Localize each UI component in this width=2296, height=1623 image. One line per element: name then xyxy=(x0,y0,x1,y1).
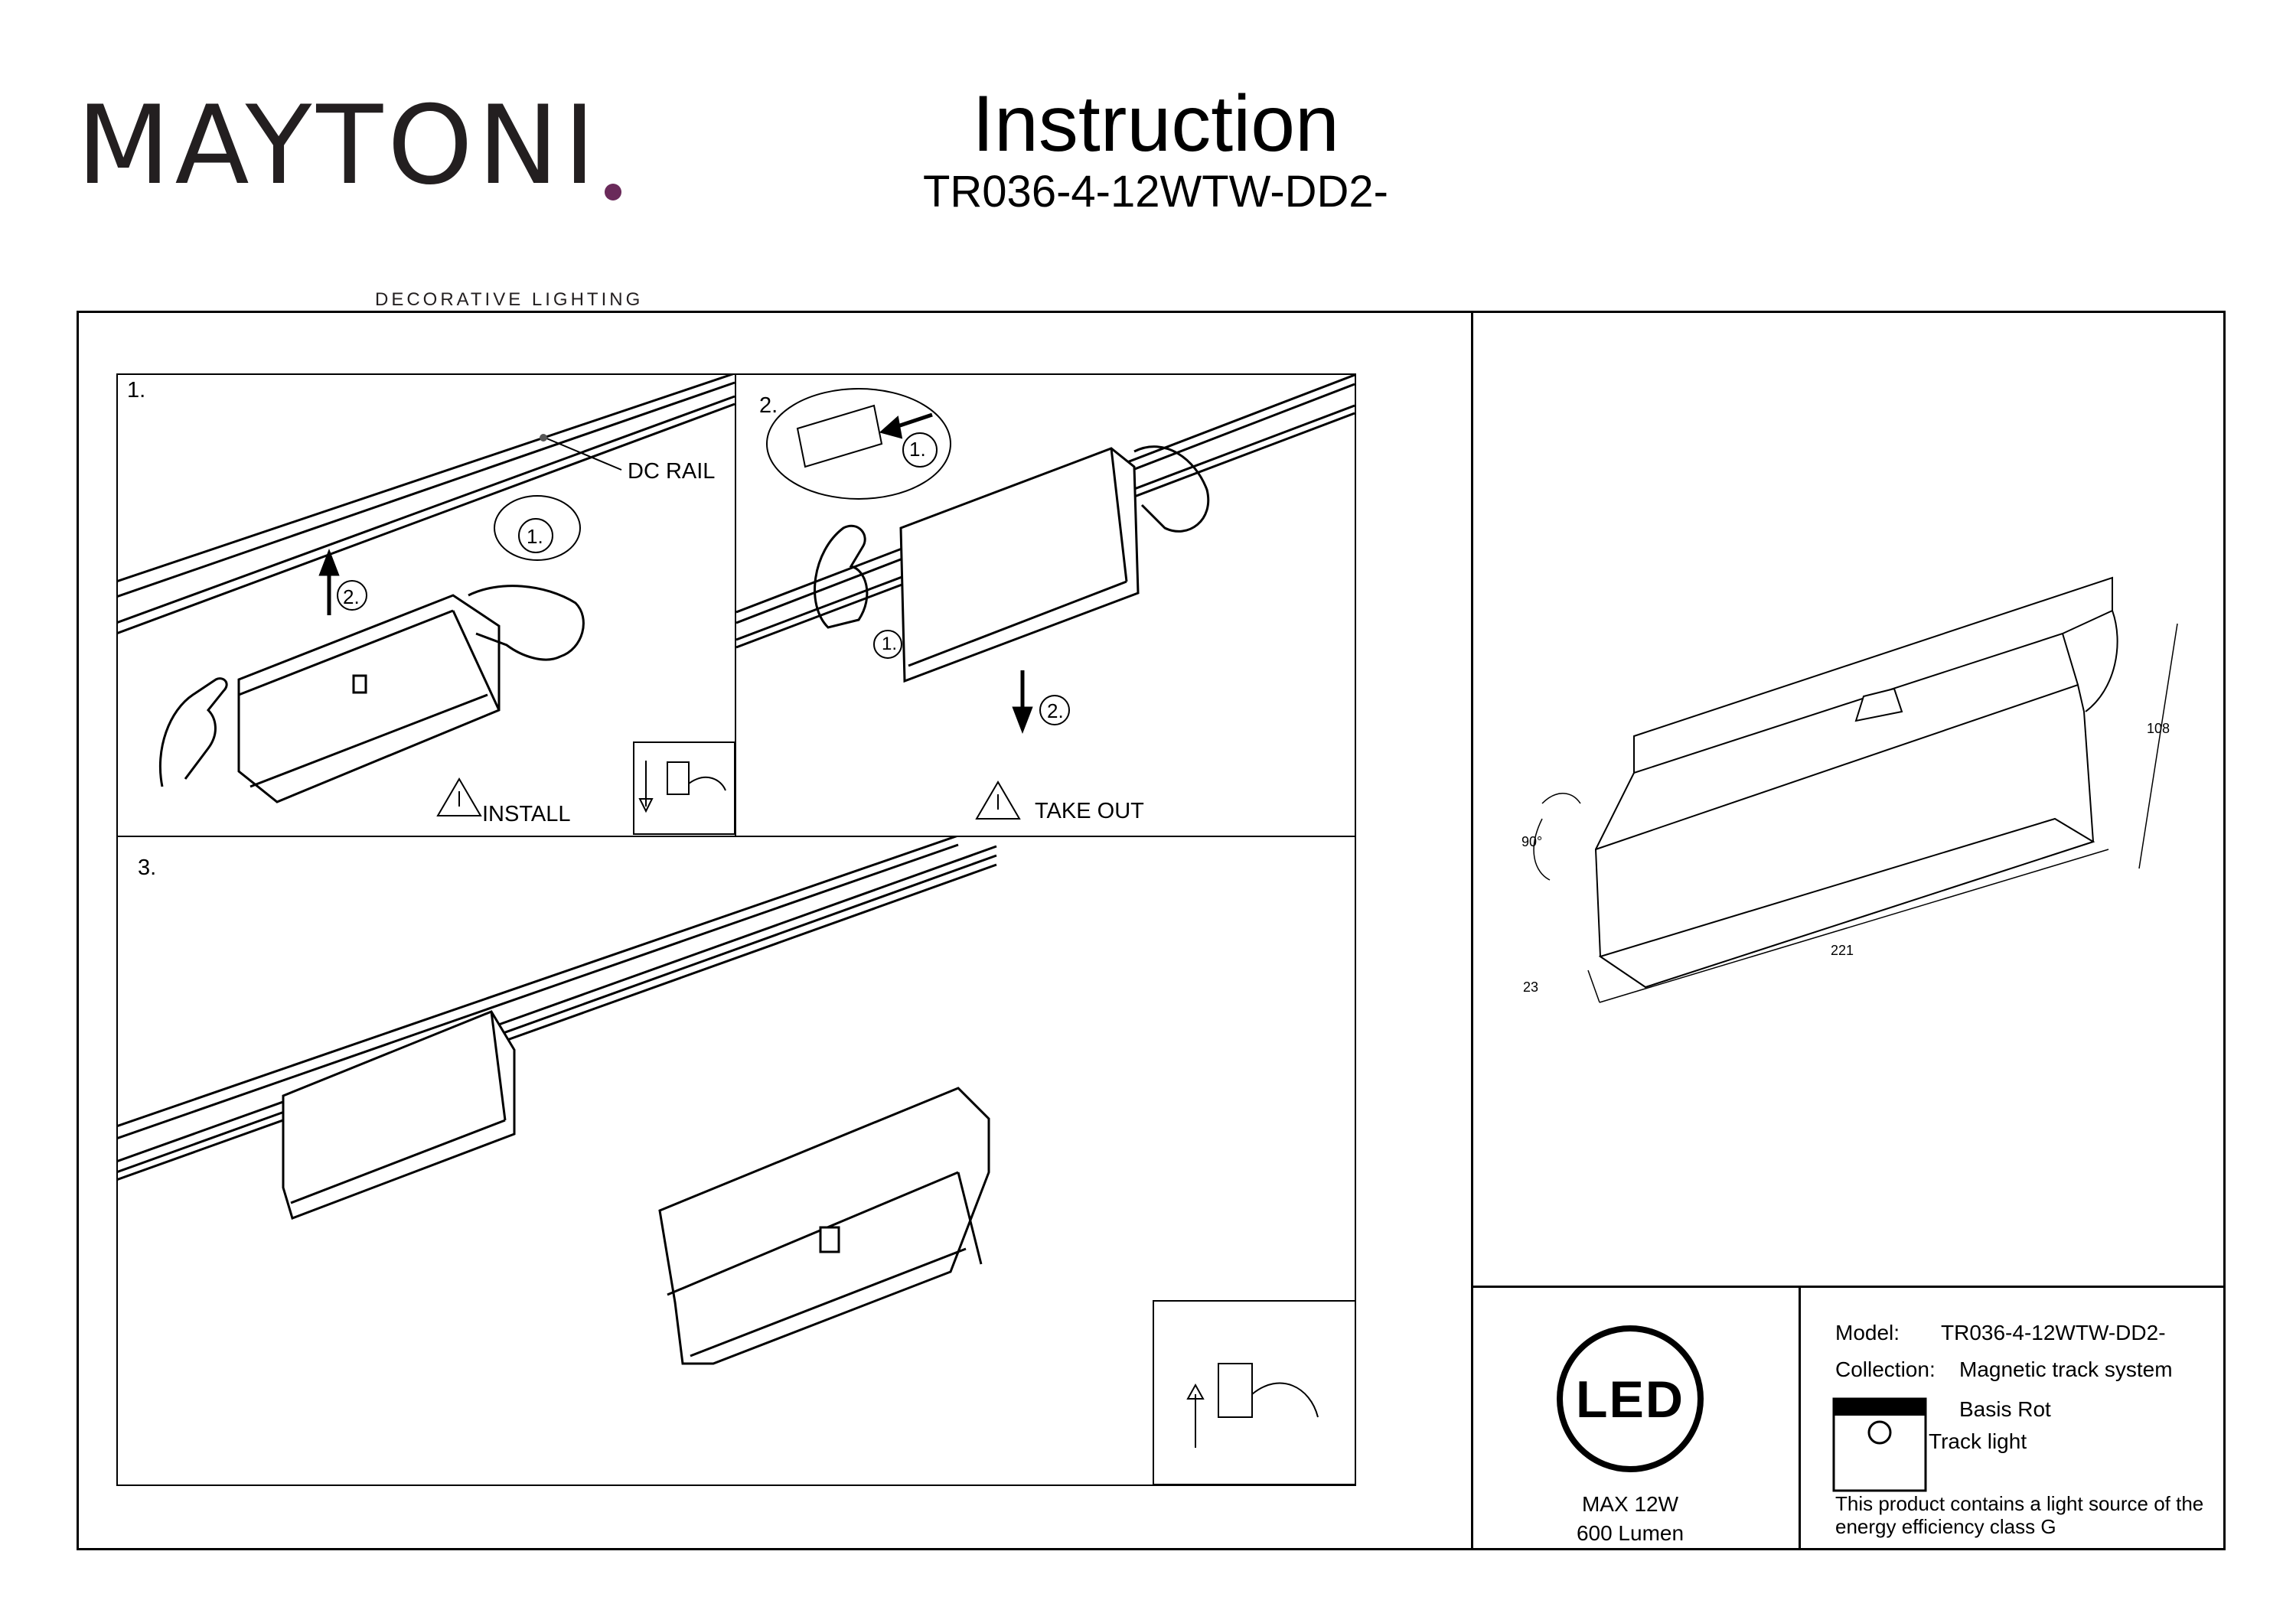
led-badge-icon xyxy=(1557,1325,1704,1472)
brand-name: MAYTONI xyxy=(77,83,600,209)
warning-icon xyxy=(975,781,1021,820)
product-type: Track light xyxy=(1929,1429,2027,1453)
install-caption: INSTALL xyxy=(482,802,571,826)
spec-divider-vertical xyxy=(1799,1286,1801,1550)
step-1-callout-1: 1. xyxy=(527,525,543,548)
energy-line-2: energy efficiency class G xyxy=(1835,1515,2056,1538)
callout-circle-1 xyxy=(902,432,938,468)
hand-left-icon xyxy=(158,677,228,787)
arrow-left-icon xyxy=(879,412,933,439)
logo-dot xyxy=(605,184,621,200)
step-2-callout-1b: 1. xyxy=(882,634,898,654)
callout-circle-2 xyxy=(337,580,367,611)
power-switch-icon xyxy=(638,761,726,813)
dimension-lines xyxy=(1533,623,2178,1003)
frame-divider-vertical xyxy=(1471,311,1473,1550)
arrow-up-icon xyxy=(318,549,340,615)
track-light-type-icon xyxy=(1832,1397,1927,1492)
step-2-callout-2: 2. xyxy=(1047,699,1064,722)
hand-right-icon xyxy=(1133,445,1210,533)
brand-tagline: DECORATIVE LIGHTING xyxy=(375,289,644,310)
callout-circle-1 xyxy=(518,518,553,553)
energy-line-1: This product contains a light source of … xyxy=(1835,1492,2204,1515)
collection-value: Magnetic track system xyxy=(1959,1357,2173,1381)
step-2-right xyxy=(1355,373,1356,837)
track-light-module xyxy=(237,594,501,803)
dc-rail xyxy=(116,373,735,635)
power-switch-icon xyxy=(1186,1363,1319,1448)
series-name: Basis Rot xyxy=(1959,1397,2051,1421)
callout-circle-2 xyxy=(1039,695,1070,725)
track-light-installed xyxy=(282,1010,516,1220)
dc-rail xyxy=(116,836,997,1181)
dimension-height: 108 xyxy=(2147,721,2170,736)
model-label: Model: xyxy=(1835,1321,1900,1344)
led-badge-text: LED xyxy=(1576,1370,1684,1429)
model-value: TR036-4-12WTW-DD2- xyxy=(1941,1321,2166,1344)
hand-right-icon xyxy=(468,585,585,661)
dimension-rotation: 90° xyxy=(1521,834,1543,849)
collection-label: Collection: xyxy=(1835,1357,1936,1381)
dc-rail-label: DC RAIL xyxy=(628,459,716,484)
step-2-number: 2. xyxy=(759,393,778,418)
brand-logo: MAYTONI DECORATIVE LIGHTING xyxy=(77,92,640,311)
callout-circle-1b xyxy=(873,630,902,659)
track-light-dimension-view xyxy=(1594,576,2118,989)
lumen-output: 600 Lumen xyxy=(1576,1521,1684,1545)
step-1-illustration xyxy=(116,373,735,835)
step-2-callout-1: 1. xyxy=(909,438,926,461)
switch-off-inset xyxy=(633,741,735,835)
page-title: Instruction xyxy=(972,80,1339,168)
take-out-caption: TAKE OUT xyxy=(1035,799,1144,823)
track-light-module xyxy=(899,447,1140,683)
hand-left-icon xyxy=(814,524,869,629)
max-power: MAX 12W xyxy=(1581,1492,1679,1516)
model-code: TR036-4-12WTW-DD2- xyxy=(922,167,1388,217)
step-1-callout-2: 2. xyxy=(343,585,360,608)
step-2-illustration xyxy=(736,375,1355,820)
step-3-number: 3. xyxy=(138,855,157,880)
instruction-frame xyxy=(77,311,2226,1550)
dimension-drawing xyxy=(1533,576,2178,1003)
step-1-number: 1. xyxy=(127,378,146,402)
step-2-divider xyxy=(735,373,736,837)
track-light-module xyxy=(658,1087,990,1365)
warning-icon xyxy=(436,777,482,816)
dimension-width: 23 xyxy=(1523,979,1539,995)
step-2-top xyxy=(735,373,1356,375)
dimension-length: 221 xyxy=(1831,943,1854,958)
arrow-down-icon xyxy=(1012,670,1033,734)
step-3-illustration xyxy=(116,836,1356,1485)
spec-divider-horizontal xyxy=(1471,1286,2226,1288)
